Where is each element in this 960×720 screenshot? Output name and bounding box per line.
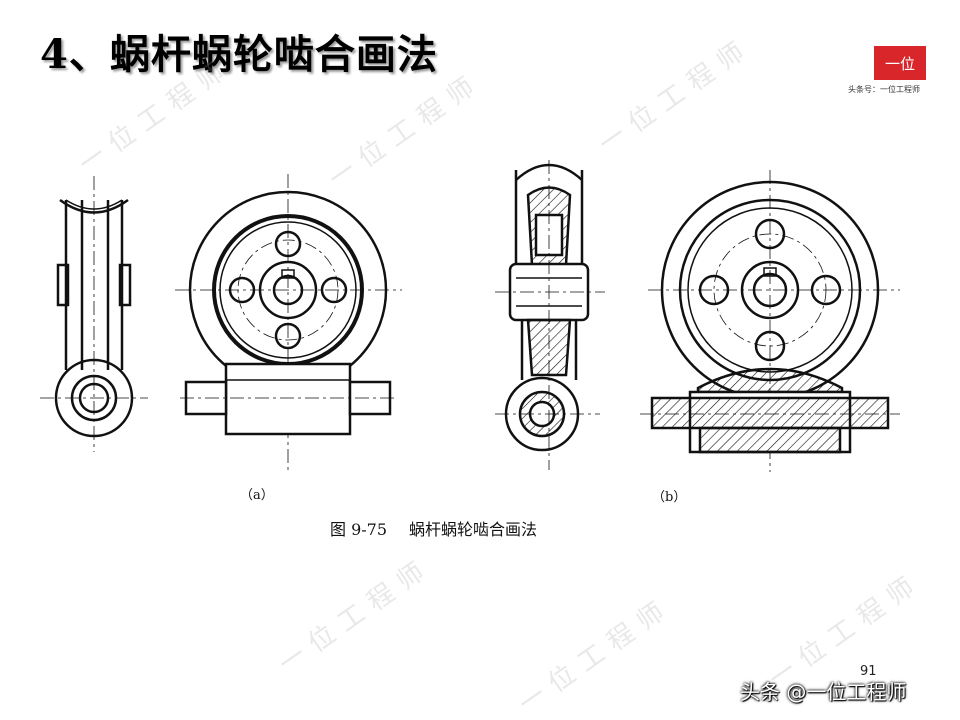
figure-label-a: （a） — [240, 488, 274, 503]
figure-caption-text: 蜗杆蜗轮啮合画法 — [409, 520, 538, 539]
view-a-front — [175, 174, 402, 472]
view-b-front — [640, 170, 900, 472]
figure-caption-number: 图 9-75 — [330, 520, 388, 539]
brand-caption: 头条号：一位工程师 — [848, 85, 920, 94]
view-b-section — [495, 160, 605, 470]
source-watermark: 头条 @一位工程师 — [740, 680, 907, 704]
brand-logo: 一位 — [874, 46, 926, 80]
figure-label-b: （b） — [652, 490, 687, 505]
page-number: 91 — [860, 664, 877, 679]
figure-caption: 图 9-75 蜗杆蜗轮啮合画法 — [330, 516, 537, 540]
view-a-side — [40, 176, 148, 452]
slide-title: 4、蜗杆蜗轮啮合画法 — [40, 31, 438, 78]
